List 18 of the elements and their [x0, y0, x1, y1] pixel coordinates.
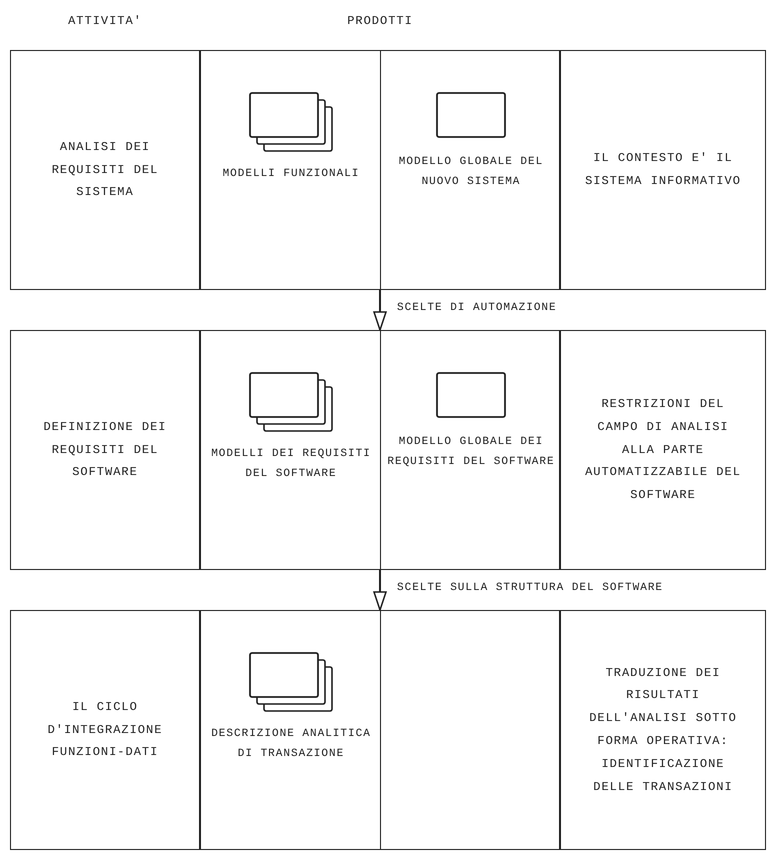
product-caption: MODELLI DEI REQUISITI DEL SOFTWARE	[210, 447, 372, 482]
activity-cell: IL CICLO D'INTEGRAZIONE FUNZIONI-DATI	[10, 610, 200, 850]
product-caption: MODELLO GLOBALE DEL NUOVO SISTEMA	[398, 155, 544, 190]
note-cell: TRADUZIONE DEI RISULTATI DELL'ANALISI SOTTO FORMA OPERATIVA: IDENTIFICAZIONE DELLE TRANSAZIONI	[560, 610, 766, 850]
product-caption: MODELLO GLOBALE DEI REQUISITI DEL SOFTWARE	[386, 435, 556, 470]
column-header: PRODOTTI	[346, 14, 414, 28]
note-cell: IL CONTESTO E' IL SISTEMA INFORMATIVO	[560, 50, 766, 290]
arrow	[373, 570, 387, 611]
product-caption: MODELLI FUNZIONALI	[222, 167, 360, 182]
products-cell	[200, 50, 560, 290]
product-caption: DESCRIZIONE ANALITICA DI TRANSAZIONE	[210, 727, 372, 762]
activity-cell: DEFINIZIONE DEI REQUISITI DEL SOFTWARE	[10, 330, 200, 570]
products-cell	[200, 610, 560, 850]
activity-cell: ANALISI DEI REQUISITI DEL SISTEMA	[10, 50, 200, 290]
products-cell	[200, 330, 560, 570]
column-header: ATTIVITA'	[67, 14, 143, 28]
arrow	[373, 290, 387, 331]
note-cell: RESTRIZIONI DEL CAMPO DI ANALISI ALLA PARTE AUTOMATIZZABILE DEL SOFTWARE	[560, 330, 766, 570]
